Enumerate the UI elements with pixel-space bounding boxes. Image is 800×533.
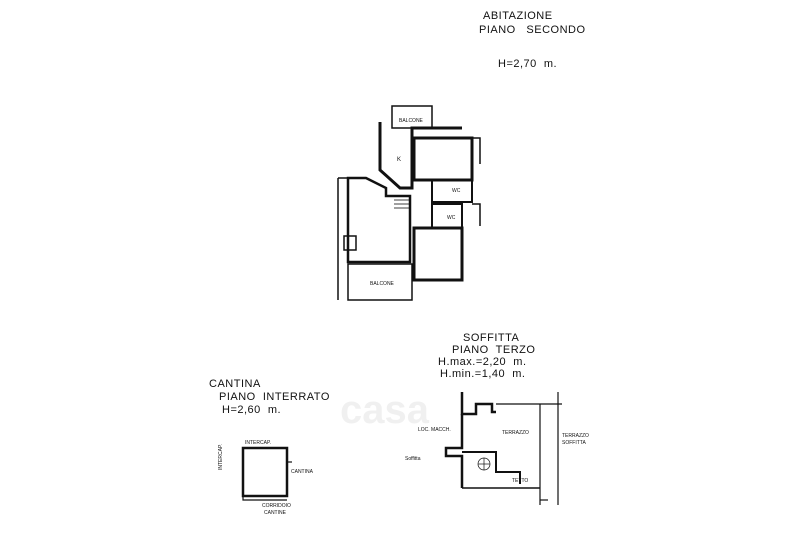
attic-wall-left <box>444 414 464 488</box>
room-soffitta: Soffitta <box>405 456 421 462</box>
room-corridoio-2: CANTINE <box>264 510 286 516</box>
wall-right-lower <box>472 203 481 226</box>
column <box>343 235 357 251</box>
floor2-height: H=2,70 m. <box>498 58 558 70</box>
wall-right-upper <box>472 137 481 164</box>
attic-hmax: H.max.=2,20 m. <box>438 356 527 368</box>
wc2-box <box>431 203 463 229</box>
attic-hmin: H.min.=1,40 m. <box>440 368 526 380</box>
floor2-title: ABITAZIONE <box>483 10 553 22</box>
kitchen-wall <box>378 122 462 190</box>
stairs-floor2 <box>394 195 410 209</box>
cellar-height: H=2,60 m. <box>222 404 282 416</box>
room-wc2: WC <box>447 215 456 221</box>
room-corridoio-1: CORRIDOIO <box>262 503 291 509</box>
stairs-attic <box>477 457 491 471</box>
room-balcone-bottom: BALCONE <box>370 281 394 287</box>
cellar-room <box>241 446 289 498</box>
room-intercap-side: INTERCAP. <box>218 443 224 470</box>
room-intercap-top: INTERCAP. <box>245 440 272 446</box>
room-balcone-top: BALCONE <box>399 118 423 124</box>
room-wc1: WC <box>452 188 461 194</box>
cellar-subtitle: PIANO INTERRATO <box>219 391 330 403</box>
wc1-box <box>431 179 473 203</box>
room-terrazzo: TERRAZZO <box>502 430 529 436</box>
attic-subtitle: PIANO TERZO <box>452 344 536 356</box>
room-terrazzo-soffitta-1: TERRAZZO <box>562 433 589 439</box>
cellar-corridor-line <box>242 496 287 501</box>
room-k: K <box>397 157 402 163</box>
room-loc-macch: LOC. MACCH. <box>418 427 451 433</box>
floor2-subtitle: PIANO SECONDO <box>479 24 586 36</box>
attic-soffitta-room <box>462 451 521 484</box>
balcony-bottom-outline <box>347 263 413 301</box>
room-terrazzo-soffitta-2: SOFFITTA <box>562 440 586 446</box>
room-tetto: TETTO <box>512 478 529 484</box>
watermark: casa <box>340 388 429 432</box>
attic-title: SOFFITTA <box>463 332 520 344</box>
room-cantina: CANTINA <box>291 469 313 475</box>
cellar-title: CANTINA <box>209 378 261 390</box>
